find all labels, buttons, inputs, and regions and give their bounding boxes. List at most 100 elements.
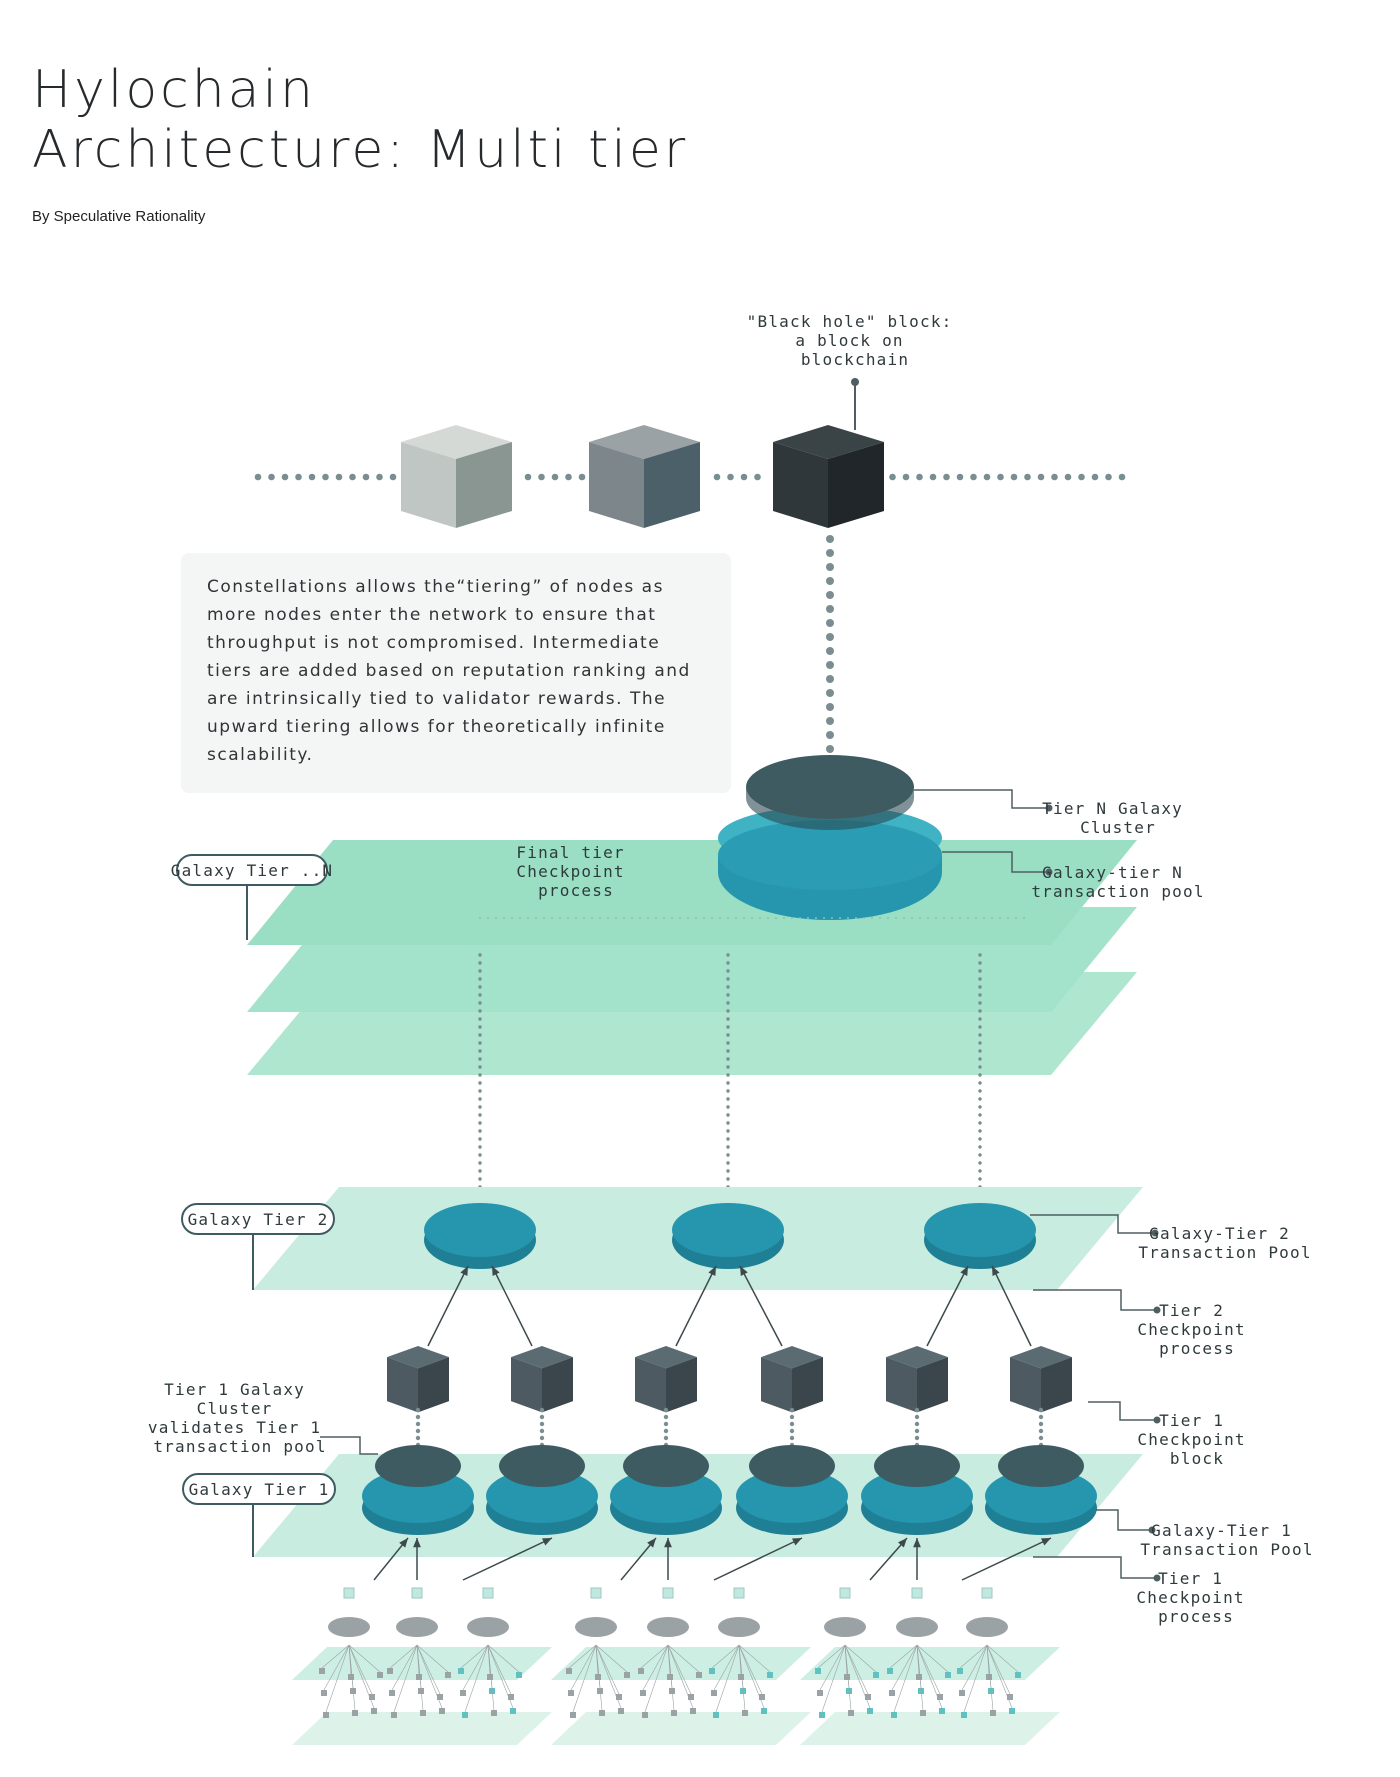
plane-dot — [695, 917, 697, 919]
tier-n-pool-top — [718, 820, 942, 890]
arrow — [713, 1537, 803, 1581]
connector-dot — [539, 1428, 545, 1434]
node — [990, 1710, 996, 1716]
tier-n-plane-1 — [247, 840, 1137, 945]
plane-dot — [1023, 917, 1025, 919]
node-link — [464, 1644, 489, 1713]
chain-dot — [551, 473, 559, 481]
tier-1-block-label: Tier 1 Checkpoint block — [1137, 1411, 1256, 1468]
node — [508, 1694, 514, 1700]
node — [671, 1710, 677, 1716]
arrow-head — [792, 1538, 802, 1546]
node — [916, 1674, 922, 1680]
node — [516, 1672, 522, 1678]
connector-dot — [726, 985, 730, 989]
plane-dot — [807, 917, 809, 919]
arrow — [427, 1265, 469, 1347]
plane-dot — [527, 917, 529, 919]
plane-dot — [735, 917, 737, 919]
plane-dot — [487, 917, 489, 919]
connector-dot — [726, 1009, 730, 1013]
chain-dot — [970, 473, 977, 481]
plane-dot — [543, 917, 545, 919]
arrow-head — [647, 1538, 656, 1548]
node — [319, 1668, 325, 1674]
connector-dot — [826, 703, 834, 711]
tier-2-transaction-pool — [672, 1203, 784, 1257]
node-link — [595, 1644, 622, 1709]
node-link — [348, 1644, 373, 1695]
plane-dot — [983, 917, 985, 919]
connector-dot — [663, 1407, 669, 1413]
connector-dot — [978, 1121, 982, 1125]
node-link — [323, 1644, 350, 1691]
plane-dot — [1007, 917, 1009, 919]
chain-dot — [727, 473, 734, 481]
tier-1-galaxy-cluster — [623, 1445, 709, 1487]
node-plane — [800, 1647, 1060, 1680]
connector-dot — [978, 1081, 982, 1085]
plane-dot — [919, 917, 921, 919]
node-link — [916, 1644, 943, 1709]
node-link — [713, 1644, 740, 1691]
blockchain-block-2 — [589, 425, 700, 528]
blockchain-line — [254, 473, 1126, 481]
node — [321, 1690, 327, 1696]
connector-dot — [978, 1113, 982, 1117]
connector-dot — [663, 1428, 669, 1434]
node-link — [487, 1644, 514, 1709]
connector-dot — [478, 1113, 482, 1117]
tier-1-checkpoint-block — [635, 1346, 697, 1413]
tier-1-transaction-pool — [861, 1469, 973, 1523]
node-disc — [718, 1617, 760, 1637]
node — [738, 1674, 744, 1680]
connector-dot — [726, 1057, 730, 1061]
node-cube — [733, 1587, 745, 1599]
node-link — [916, 1644, 941, 1695]
tier-1-transaction-pool — [610, 1469, 722, 1523]
plane-dot — [975, 917, 977, 919]
plane-dot — [935, 917, 937, 919]
plane-dot — [631, 917, 633, 919]
info-box: Constellations allows the“tiering” of no… — [181, 553, 731, 793]
node — [761, 1708, 767, 1714]
node-link — [568, 1644, 597, 1669]
plane-dot — [991, 917, 993, 919]
connector-dot — [478, 1105, 482, 1109]
plane-dot — [959, 917, 961, 919]
node — [767, 1672, 773, 1678]
node — [616, 1694, 622, 1700]
tier-2-pools — [424, 1203, 1036, 1269]
connector-dot — [415, 1414, 421, 1420]
node — [713, 1712, 719, 1718]
chain-dot — [281, 473, 289, 481]
tier-1-galaxy-cluster — [499, 1445, 585, 1487]
arrow-head — [897, 1538, 907, 1548]
node-plane — [551, 1712, 811, 1745]
connector-dot — [826, 605, 834, 613]
connector-dot — [478, 1057, 482, 1061]
node-link — [595, 1644, 620, 1695]
node-link — [986, 1644, 1013, 1709]
connector-dot — [978, 1049, 982, 1053]
chain-dot — [929, 473, 937, 481]
connector-dot — [789, 1435, 795, 1441]
plane-dot — [911, 917, 913, 919]
connector-dot — [726, 1001, 730, 1005]
node-link — [640, 1644, 669, 1669]
node — [887, 1668, 893, 1674]
tier-1-galaxy-cluster — [749, 1445, 835, 1487]
chain-dot — [1105, 473, 1112, 481]
plane-dot — [479, 917, 481, 919]
node-link — [819, 1644, 846, 1691]
connector-dot — [478, 1145, 482, 1149]
connector-dot — [415, 1435, 421, 1441]
connector-dot — [539, 1435, 545, 1441]
arrow-head — [992, 1266, 1000, 1276]
connector-dot — [978, 1129, 982, 1133]
arrow — [869, 1537, 908, 1581]
node-link — [738, 1644, 765, 1709]
node-plane — [800, 1712, 1060, 1745]
connector-dot — [978, 961, 982, 965]
connector-dot — [1038, 1407, 1044, 1413]
